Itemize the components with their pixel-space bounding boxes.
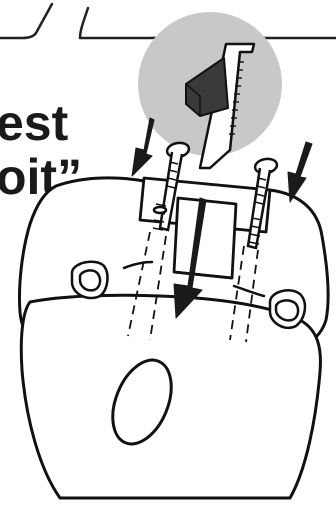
headrest-pad bbox=[21, 295, 320, 498]
left-slot-hook bbox=[72, 262, 107, 298]
right-slot-hook bbox=[270, 290, 305, 328]
magnified-clip-detail bbox=[138, 12, 282, 168]
down-arrow-icon-right bbox=[288, 142, 312, 202]
heading-line-1: est bbox=[0, 95, 69, 151]
down-arrow-icon bbox=[132, 118, 154, 176]
